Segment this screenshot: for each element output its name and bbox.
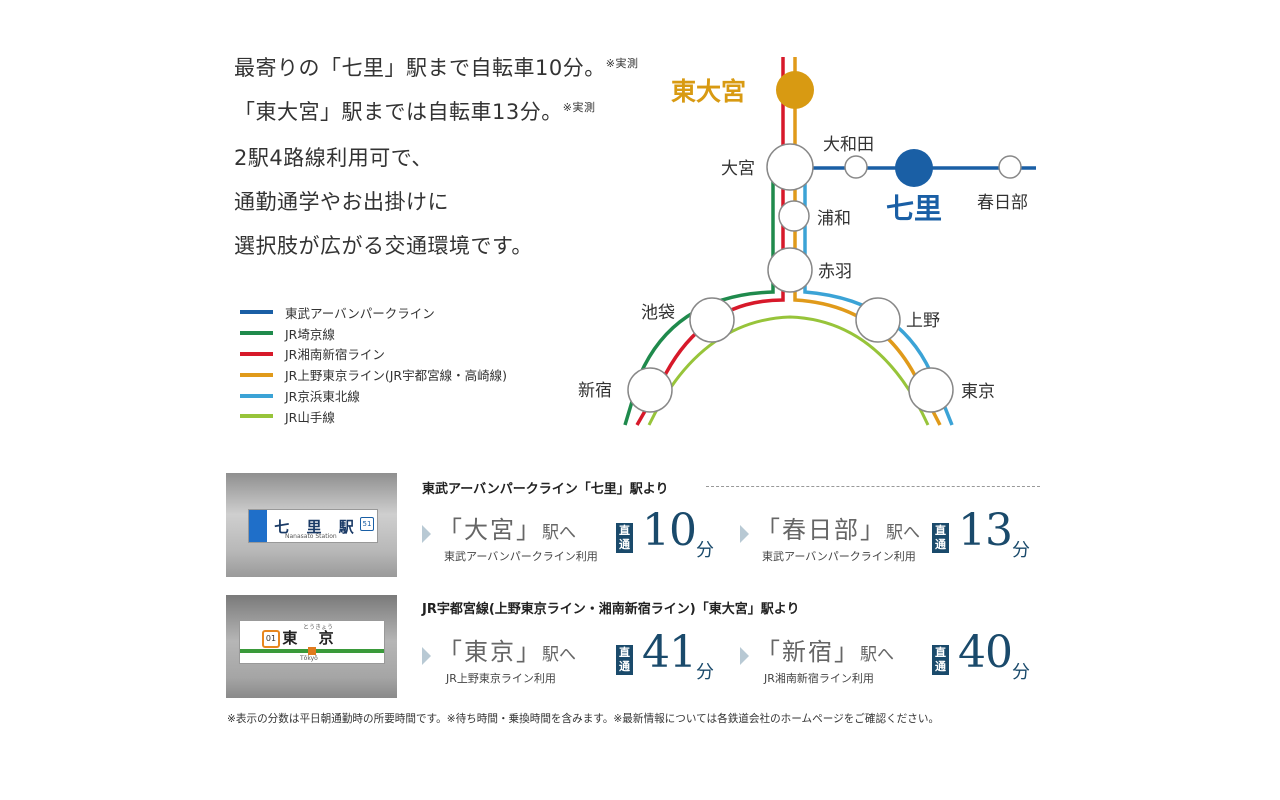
legend-label: 東武アーバンパークライン [285,305,435,321]
legend-label: JR湘南新宿ライン [285,347,385,363]
legend-item: 東武アーバンパークライン [240,302,507,323]
legend-item: JR山手線 [240,406,507,427]
legend-item: JR埼京線 [240,323,507,344]
nanasato-station-photo: 七 里 駅 Nanasato Station 51 [226,473,397,577]
route-via: 東武アーバンパークライン利用 [444,550,598,563]
station-label-ueno: 上野 [906,311,940,331]
tokyo-station-photo: 01 とうきょう 東 京 Tōkyō [226,595,397,698]
sign-number: 01 [262,630,280,648]
station-dot-owada [844,155,868,179]
station-dot-shinjuku [627,367,673,413]
intro-line-5: 選択肢が広がる交通環境です。 [234,234,533,258]
legend-label: JR埼京線 [285,326,335,342]
station-dot-omiya [766,143,814,191]
route-destination: 「春日部」駅へ [756,516,920,544]
route-divider [706,486,1040,487]
station-label-tokyo: 東京 [961,382,995,402]
station-dot-ueno [855,297,901,343]
intro-note-1: ※実測 [605,57,639,70]
station-dot-urawa [778,200,810,232]
route-minutes: 41 [642,627,697,678]
intro-line-4: 通勤通学やお出掛けに [234,190,449,214]
route-via: JR上野東京ライン利用 [446,672,556,685]
intro-note-2: ※実測 [562,101,596,114]
route-title-higashi-omiya: JR宇都宮線(上野東京ライン・湘南新宿ライン)「東大宮」駅より [422,602,800,617]
legend-swatch [240,393,273,398]
route-minutes: 40 [958,627,1013,678]
legend-swatch [240,351,273,356]
station-label-urawa: 浦和 [817,209,851,229]
route-destination: 「東京」駅へ [438,638,576,666]
route-minute-unit: 分 [1012,662,1030,683]
station-dot-ikebukuro [689,297,735,343]
direct-badge: 直通 [616,645,633,675]
route-minute-unit: 分 [696,662,714,683]
legend-label: JR上野東京ライン(JR宇都宮線・高崎線) [285,368,507,384]
chevron-right-icon [740,525,749,543]
sign-stripe [249,510,267,542]
station-dot-higashi-omiya [776,71,814,109]
sign-badge: 51 [360,517,374,531]
legend-item: JR湘南新宿ライン [240,344,507,365]
chevron-right-icon [422,525,431,543]
legend-label: JR京浜東北線 [285,389,360,405]
direct-badge: 直通 [932,645,949,675]
intro-line-1: 最寄りの「七里」駅まで自転車10分。※実測 [234,56,639,80]
route-minute-unit: 分 [696,540,714,561]
station-label-ikebukuro: 池袋 [641,303,675,323]
station-sign: 七 里 駅 Nanasato Station 51 [248,509,378,543]
station-label-nanasato: 七里 [886,192,942,225]
station-dot-kasukabe [998,155,1022,179]
sign-name: 七 里 駅 [274,517,360,536]
direct-badge: 直通 [932,523,949,553]
station-label-omiya: 大宮 [721,159,755,179]
route-map: 東大宮 大宮 大和田 七里 春日部 浦和 赤羽 池袋 上野 新宿 東京 [578,57,1036,426]
chevron-right-icon [422,647,431,665]
sign-roman: Nanasato Station [285,533,337,540]
direct-badge: 直通 [616,523,633,553]
route-via: JR湘南新宿ライン利用 [764,672,874,685]
ueno-tokyo-line [793,57,942,426]
legend-swatch [240,331,273,336]
sign-orange-mark [308,647,316,655]
station-label-shinjuku: 新宿 [578,381,612,401]
legend-swatch [240,372,273,377]
station-sign: 01 とうきょう 東 京 Tōkyō [239,620,385,664]
route-via: 東武アーバンパークライン利用 [762,550,916,563]
station-label-akabane: 赤羽 [818,262,852,282]
legend-swatch [240,310,273,315]
sign-name: 東 京 [282,628,342,647]
station-label-kasukabe: 春日部 [977,193,1028,213]
station-label-owada: 大和田 [823,135,874,155]
route-minutes: 10 [642,505,697,556]
intro-text: 最寄りの「七里」駅まで自転車10分。※実測 「東大宮」駅までは自転車13分。※実… [234,52,654,262]
route-destination: 「大宮」駅へ [438,516,576,544]
route-title-nanasato: 東武アーバンパークライン「七里」駅より [422,482,669,497]
station-label-higashi-omiya: 東大宮 [671,77,746,106]
legend-swatch [240,414,273,419]
station-dot-akabane [767,247,813,293]
yamanote-line [647,315,930,426]
sign-roman: Tōkyō [300,655,318,662]
route-minutes: 13 [958,505,1013,556]
sign-kana: とうきょう [303,624,334,631]
footnote: ※表示の分数は平日朝通勤時の所要時間です。※待ち時間・乗換時間を含みます。※最新… [227,713,940,725]
line-legend: 東武アーバンパークライン JR埼京線 JR湘南新宿ライン JR上野東京ライン(J… [240,302,507,427]
intro-line-2: 「東大宮」駅までは自転車13分。※実測 [234,100,596,124]
intro-line-3: 2駅4路線利用可で、 [234,146,433,170]
route-destination: 「新宿」駅へ [756,638,894,666]
route-minute-unit: 分 [1012,540,1030,561]
legend-label: JR山手線 [285,409,335,425]
station-dot-nanasato [895,149,933,187]
legend-item: JR上野東京ライン(JR宇都宮線・高崎線) [240,364,507,385]
legend-item: JR京浜東北線 [240,385,507,406]
station-dot-tokyo [908,367,954,413]
chevron-right-icon [740,647,749,665]
